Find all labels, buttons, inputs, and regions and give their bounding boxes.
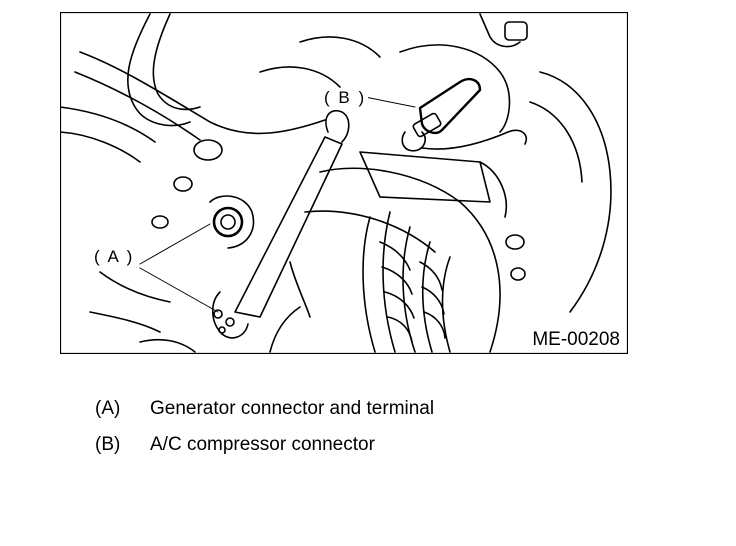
legend-text-b: A/C compressor connector <box>150 434 375 455</box>
figure-id: ME-00208 <box>529 329 623 351</box>
legend-item-b: (B) A/C compressor connector <box>95 434 375 456</box>
engine-line-drawing <box>60 12 628 354</box>
legend-text-a: Generator connector and terminal <box>150 398 435 419</box>
legend-key-a: (A) <box>95 398 121 419</box>
legend-item-a: (A) Generator connector and terminal <box>95 398 434 420</box>
callout-b-label: ( B ) <box>322 88 369 108</box>
legend-key-b: (B) <box>95 434 121 455</box>
engine-illustration <box>60 12 628 354</box>
callout-a-label: ( A ) <box>92 247 137 267</box>
